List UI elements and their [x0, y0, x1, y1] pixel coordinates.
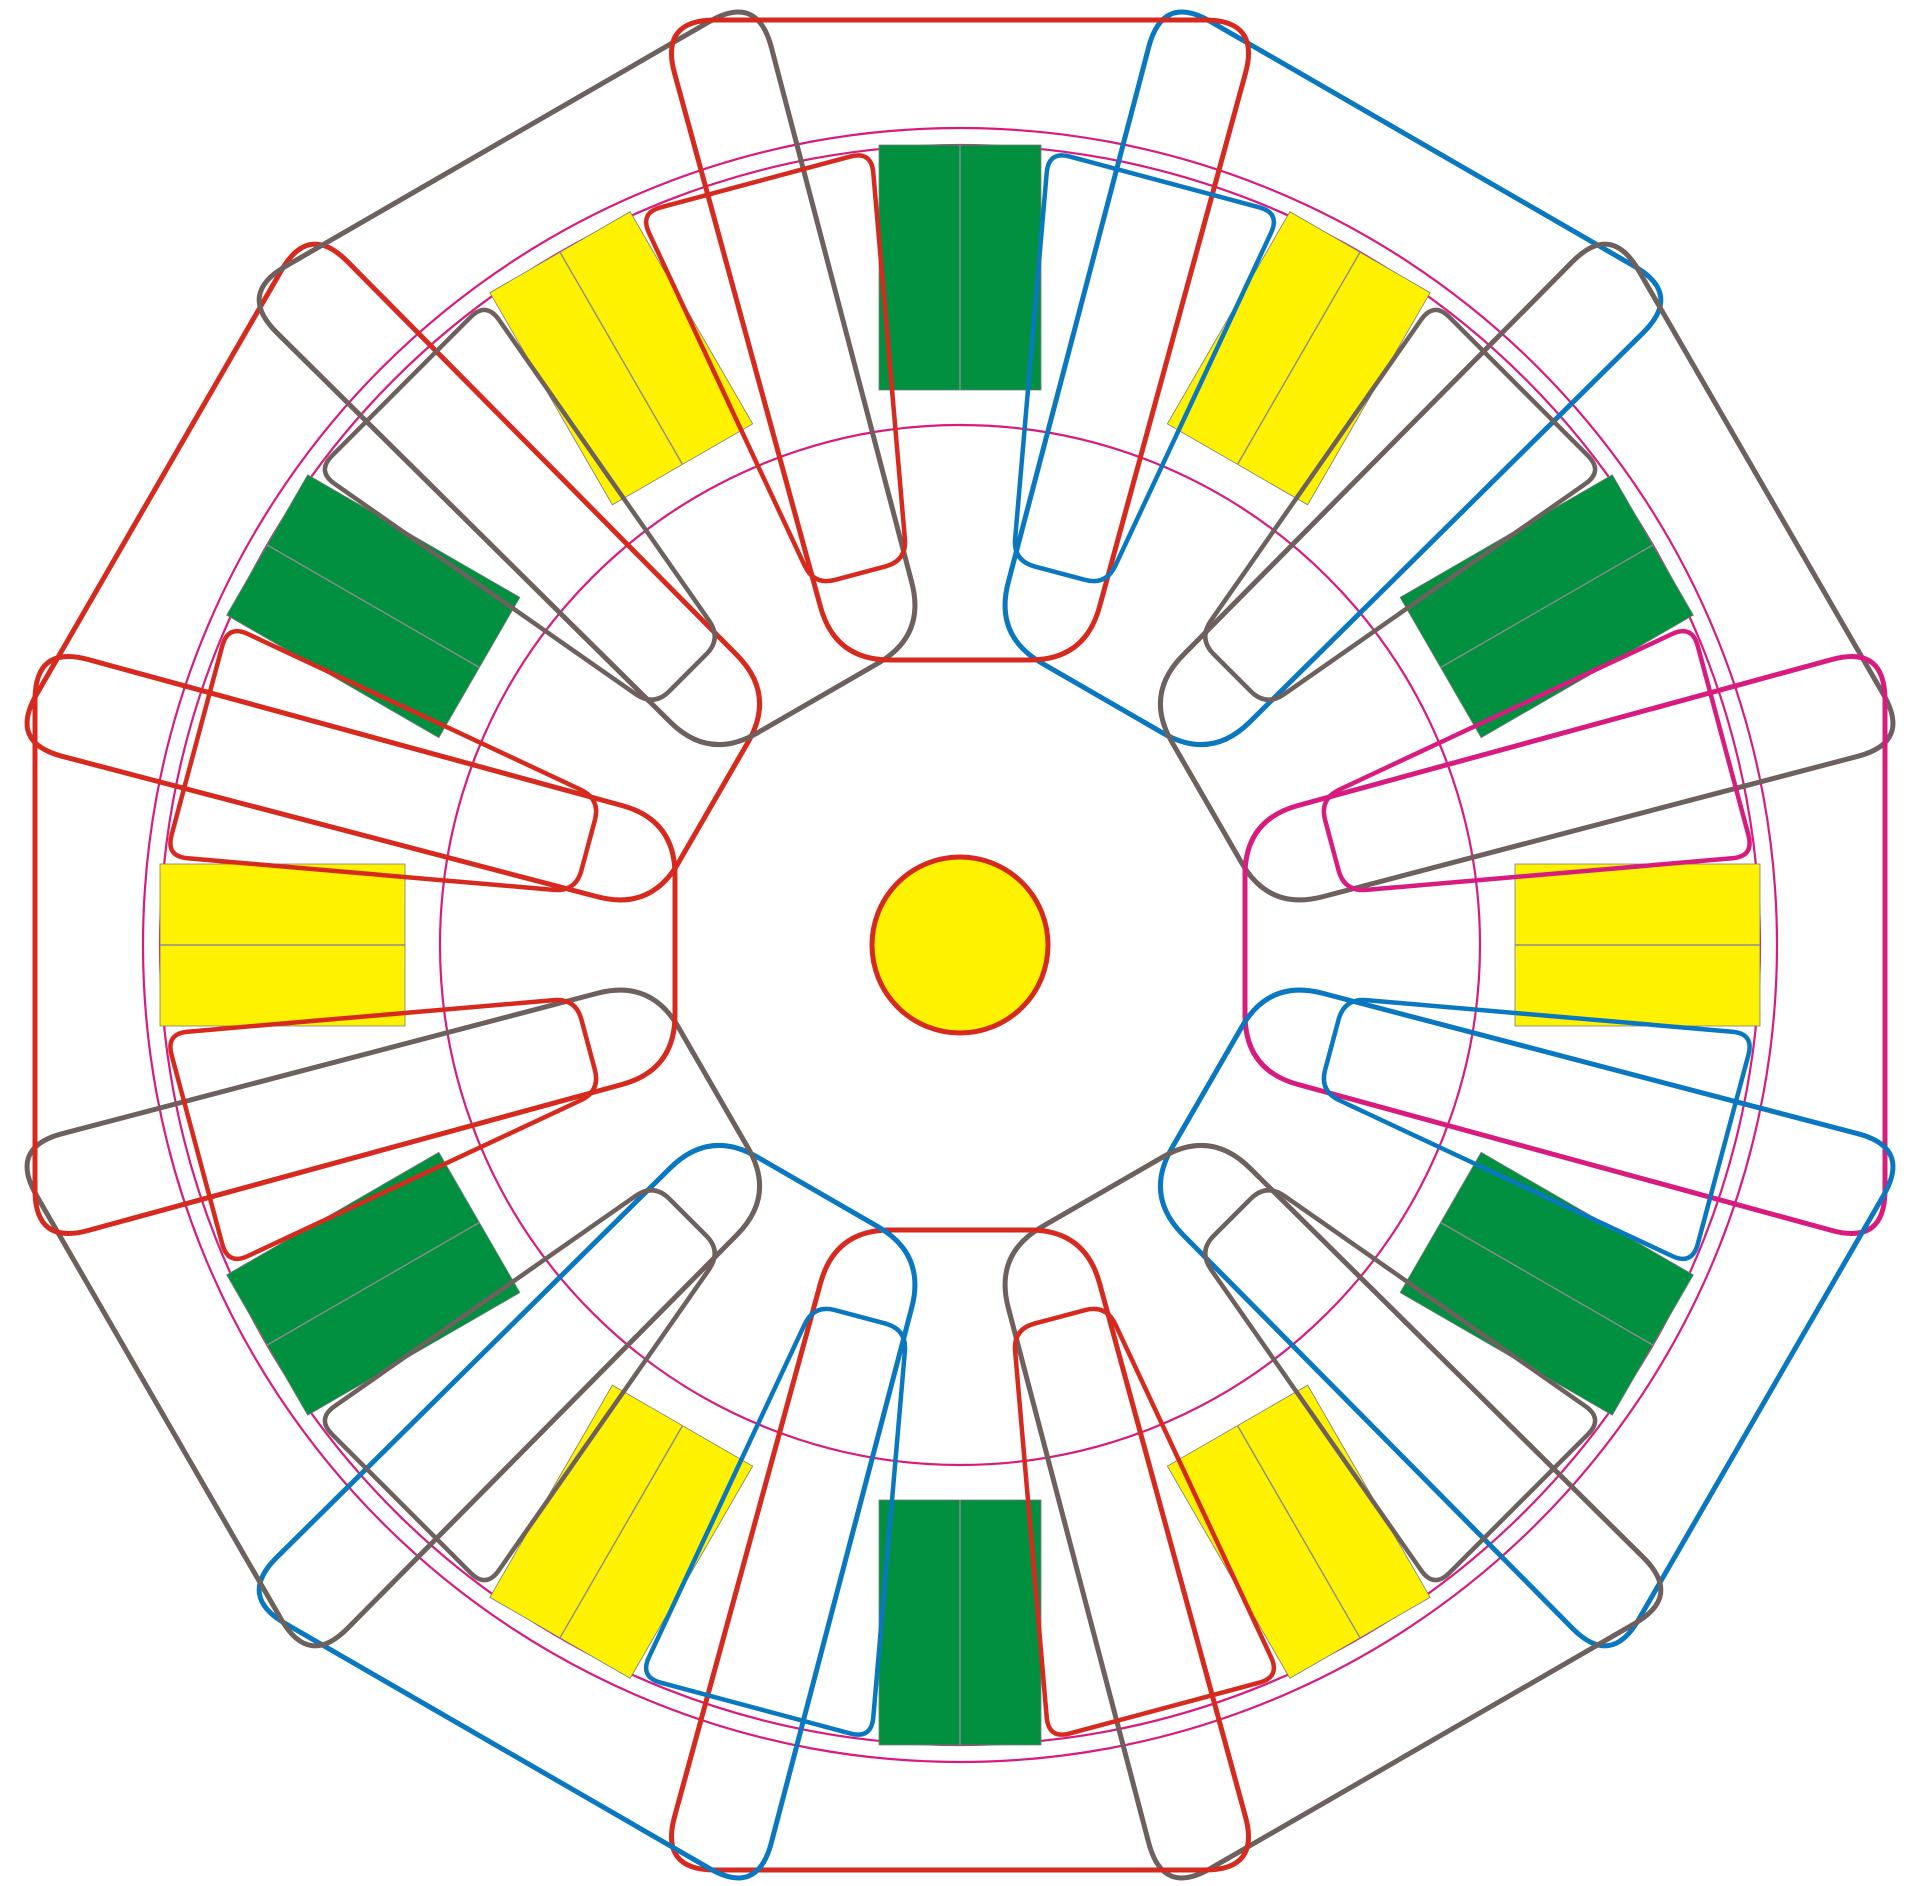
- slot-divider: [1440, 1221, 1654, 1346]
- coil-inner-blue-1: [1012, 153, 1277, 584]
- coil-inner-gray-8: [322, 1188, 717, 1583]
- slot-divider: [266, 1221, 480, 1346]
- slot-divider: [559, 251, 684, 465]
- slot-divider: [1236, 1425, 1361, 1639]
- slot-divider: [1440, 544, 1654, 669]
- coil-inner-red-12: [643, 153, 908, 584]
- slot-green-12: [1399, 474, 1694, 739]
- coil-outlines: [24, 9, 1896, 1881]
- slot-green-6: [226, 1151, 521, 1416]
- rotor-slots: [159, 144, 1761, 1746]
- slot-green-10: [878, 144, 1042, 391]
- slot-yellow-11: [1166, 211, 1431, 506]
- slot-green-8: [226, 474, 521, 739]
- slot-yellow-3: [1166, 1384, 1431, 1679]
- slot-yellow-1: [1514, 863, 1761, 1027]
- coil-inner-gray-5: [1203, 1188, 1598, 1583]
- slot-divider: [559, 1425, 684, 1639]
- center-hub: [869, 854, 1051, 1036]
- slot-yellow-5: [489, 1384, 754, 1679]
- coil-inner-red-9: [168, 997, 599, 1262]
- slot-divider: [266, 544, 480, 669]
- slot-yellow-7: [159, 863, 406, 1027]
- coil-inner-gray-11: [322, 307, 717, 702]
- coil-inner-blue-7: [643, 1306, 908, 1737]
- stator-ring-1: [141, 126, 1779, 1764]
- coil-inner-red-10: [168, 628, 599, 893]
- coil-inner-red-6: [1012, 1306, 1277, 1737]
- stator-ring-3: [438, 423, 1482, 1467]
- slot-yellow-9: [489, 211, 754, 506]
- center-hub-circle: [869, 854, 1051, 1036]
- coil-inner-blue-4: [1321, 997, 1752, 1262]
- slot-green-2: [1399, 1151, 1694, 1416]
- coil-inner-gray-2: [1203, 307, 1598, 702]
- coil-inner-magenta-3: [1321, 628, 1752, 893]
- coil-outer-red-12: [668, 17, 1252, 663]
- slot-divider: [1236, 251, 1361, 465]
- slot-green-4: [878, 1499, 1042, 1746]
